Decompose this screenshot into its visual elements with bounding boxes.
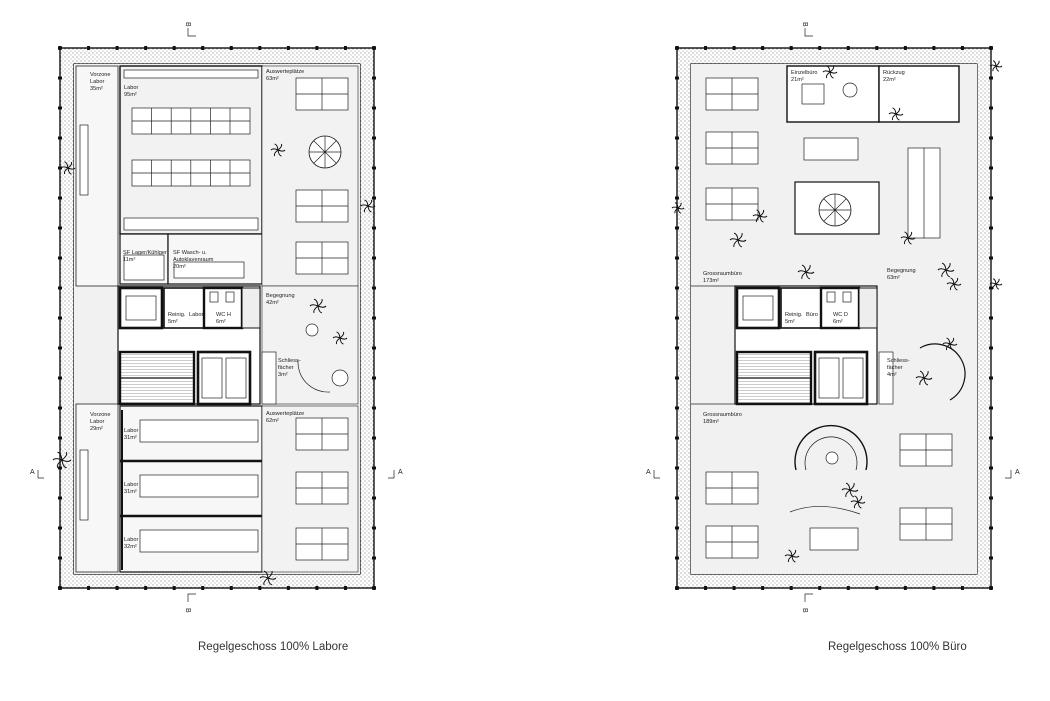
room-label: 29m² [90,426,103,432]
room-label: 31m² [124,489,137,495]
room-label: 35m² [90,86,103,92]
room-label: 42m² [266,300,279,306]
room-label: Auswerteplätze [266,411,304,417]
room-label: 5m² [785,319,795,325]
caption-right: Regelgeschoss 100% Büro [828,641,967,653]
room-label: WC H [216,312,231,318]
section-mark-b-bottom-right: B [801,608,808,613]
room-label: Begegnung [887,268,916,274]
room-label: 95m² [124,92,137,98]
room-label: 31m² [124,435,137,441]
facade-columns [58,46,376,590]
room-label: SF Lager/Kühlger [123,250,167,256]
section-mark-a-right-left: A [646,469,651,476]
room-label: Rückzug [883,70,905,76]
room-label: 189m² [703,419,719,425]
room-label: Labor [124,85,138,91]
room-label: Labor [124,537,138,543]
room-label: 20m² [173,264,186,270]
left-floor-plan [58,46,376,590]
section-mark-a-left: A [30,469,35,476]
right-floor-plan [675,46,993,590]
room-label: 6m² [216,319,226,325]
room-label: Vorzone [90,412,111,418]
right-room-labels: Einzelbüro 21m² Rückzug 22m² Grossraumbü… [703,70,916,425]
room-label: 32m² [124,544,137,550]
room-label: Schliess- [278,358,301,364]
room-label: Autoklavenraum [173,257,214,263]
section-mark-b-bottom-left: B [184,608,191,613]
room-label: Büro [806,312,818,318]
room-label: 21m² [791,77,804,83]
room-label: Einzelbüro [791,70,817,76]
room-label: WC D [833,312,848,318]
section-mark-a-left-right: A [398,469,403,476]
caption-left: Regelgeschoss 100% Labore [198,641,348,653]
room-label: Labor [124,428,138,434]
section-mark-b-top-right: B [801,22,808,27]
room-label: Auswerteplätze [266,69,304,75]
room-label: 63m² [887,275,900,281]
room-label: 6m² [833,319,843,325]
room-label: Labor [90,419,104,425]
room-label: 63m² [266,76,279,82]
room-label: Schliess- [887,358,910,364]
left-room-labels: Vorzone Labor 35m² Labor 95m² Auswertepl… [90,69,304,550]
room-label: Reinig. [785,312,803,318]
labor-upper [119,65,263,235]
room-label: Labor [189,312,203,318]
room-label: Reinig. [168,312,186,318]
room-label: fächer [278,365,294,371]
room-label: 62m² [266,418,279,424]
room-label: Vorzone [90,72,111,78]
section-mark-b-top-left: B [184,22,191,27]
room-label: Grossraumbüro [703,271,742,277]
room-label: Grossraumbüro [703,412,742,418]
room-label: fächer [887,365,903,371]
room-label: 5m² [168,319,178,325]
room-label: 11m² [123,257,135,263]
section-mark-a-right: A [1015,469,1020,476]
room-label: 173m² [703,278,719,284]
room-label: Begegnung [266,293,295,299]
room-label: SF Wasch- u. [173,250,207,256]
room-label: Labor [124,482,138,488]
room-label: Labor [90,79,104,85]
room-label: 4m² [887,372,897,378]
section-markers: B B A A B B A A [30,22,1020,613]
room-label: 22m² [883,77,896,83]
room-label: 3m² [278,372,288,378]
plants [52,60,1003,586]
